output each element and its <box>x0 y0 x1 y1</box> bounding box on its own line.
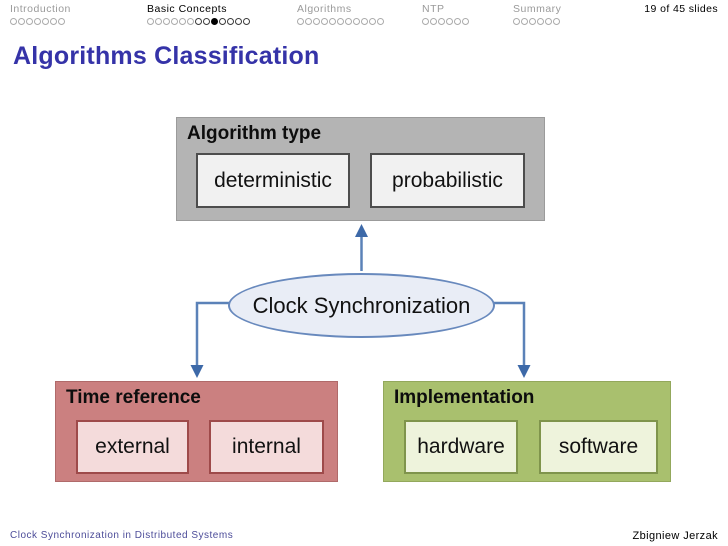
box-probabilistic: probabilistic <box>370 153 525 208</box>
nav-slide-dot[interactable] <box>377 18 384 25</box>
nav-slide-dot[interactable] <box>219 18 226 25</box>
nav-slide-dot[interactable] <box>10 18 17 25</box>
nav-section-basic-concepts[interactable]: Basic Concepts <box>147 3 250 25</box>
group-algorithm-type: Algorithm type deterministic probabilist… <box>176 117 545 221</box>
nav-slide-dot[interactable] <box>345 18 352 25</box>
nav-slide-dot[interactable] <box>369 18 376 25</box>
nav-section-label[interactable]: NTP <box>422 3 445 15</box>
nav-slide-dot[interactable] <box>553 18 560 25</box>
nav-slide-dot[interactable] <box>18 18 25 25</box>
nav-slide-dot[interactable] <box>26 18 33 25</box>
nav-slide-dot[interactable] <box>513 18 520 25</box>
box-external: external <box>76 420 189 474</box>
connector-up-arrowhead <box>355 224 368 237</box>
clock-synchronization-node: Clock Synchronization <box>228 273 495 338</box>
nav-slide-dot[interactable] <box>297 18 304 25</box>
nav-slide-dot[interactable] <box>313 18 320 25</box>
nav-slide-dot[interactable] <box>227 18 234 25</box>
box-software: software <box>539 420 658 474</box>
box-internal: internal <box>209 420 324 474</box>
nav-slide-dot[interactable] <box>430 18 437 25</box>
nav-slide-dot[interactable] <box>203 18 210 25</box>
nav-slide-dot[interactable] <box>34 18 41 25</box>
nav-dots <box>147 18 250 25</box>
nav-slide-dot[interactable] <box>337 18 344 25</box>
nav-slide-dot[interactable] <box>243 18 250 25</box>
nav-slide-dot[interactable] <box>537 18 544 25</box>
nav-slide-dot[interactable] <box>155 18 162 25</box>
page-title: Algorithms Classification <box>13 42 320 70</box>
connector-left-line <box>195 301 229 366</box>
nav-slide-dot[interactable] <box>438 18 445 25</box>
nav-slide-dot[interactable] <box>462 18 469 25</box>
nav-dots <box>422 18 469 25</box>
footer-author: Zbigniew Jerzak <box>632 530 718 542</box>
nav-slide-dot[interactable] <box>50 18 57 25</box>
nav-section-algorithms[interactable]: Algorithms <box>297 3 384 25</box>
nav-dots <box>297 18 384 25</box>
nav-slide-dot[interactable] <box>422 18 429 25</box>
nav-slide-dot[interactable] <box>163 18 170 25</box>
nav-slide-dot-current[interactable] <box>211 18 218 25</box>
slide-counter: 19 of 45 slides <box>644 3 718 15</box>
connector-right-line <box>494 301 526 366</box>
nav-section-introduction[interactable]: Introduction <box>10 3 71 25</box>
nav-slide-dot[interactable] <box>361 18 368 25</box>
nav-dots <box>10 18 71 25</box>
nav-slide-dot[interactable] <box>545 18 552 25</box>
group-title: Time reference <box>66 387 201 408</box>
group-title: Algorithm type <box>187 123 322 144</box>
connector-left-arrowhead <box>190 365 204 378</box>
nav-slide-dot[interactable] <box>521 18 528 25</box>
nav-slide-dot[interactable] <box>321 18 328 25</box>
nav-slide-dot[interactable] <box>353 18 360 25</box>
nav-slide-dot[interactable] <box>446 18 453 25</box>
group-implementation: Implementation hardware software <box>383 381 671 482</box>
footer-title: Clock Synchronization in Distributed Sys… <box>10 530 234 541</box>
box-deterministic: deterministic <box>196 153 350 208</box>
group-time-reference: Time reference external internal <box>55 381 338 482</box>
nav-section-label[interactable]: Introduction <box>10 3 71 15</box>
nav-section-label[interactable]: Summary <box>513 3 562 15</box>
nav-slide-dot[interactable] <box>529 18 536 25</box>
box-hardware: hardware <box>404 420 518 474</box>
nav-slide-dot[interactable] <box>329 18 336 25</box>
nav-dots <box>513 18 561 25</box>
nav-slide-dot[interactable] <box>179 18 186 25</box>
nav-section-summary[interactable]: Summary <box>513 3 561 25</box>
connector-right-arrowhead <box>517 365 531 378</box>
nav-slide-dot[interactable] <box>235 18 242 25</box>
nav-slide-dot[interactable] <box>195 18 202 25</box>
nav-section-label[interactable]: Algorithms <box>297 3 352 15</box>
nav-slide-dot[interactable] <box>171 18 178 25</box>
nav-slide-dot[interactable] <box>58 18 65 25</box>
nav-bar: Introduction Basic Concepts Algorithms NTP S… <box>0 0 728 30</box>
nav-slide-dot[interactable] <box>187 18 194 25</box>
nav-slide-dot[interactable] <box>305 18 312 25</box>
nav-slide-dot[interactable] <box>147 18 154 25</box>
nav-slide-dot[interactable] <box>454 18 461 25</box>
nav-slide-dot[interactable] <box>42 18 49 25</box>
group-title: Implementation <box>394 387 535 408</box>
nav-section-ntp[interactable]: NTP <box>422 3 469 25</box>
nav-section-label[interactable]: Basic Concepts <box>147 3 227 15</box>
